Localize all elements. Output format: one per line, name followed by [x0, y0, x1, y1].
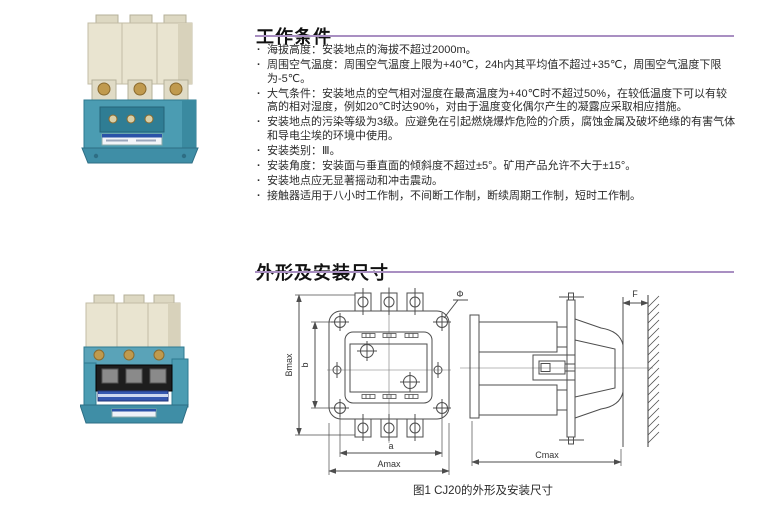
list-item: 大气条件：安装地点的空气相对湿度在最高温度为+40℃时不超过50%，在较低温度下…: [256, 88, 737, 115]
dim-label-b: b: [300, 362, 310, 367]
dim-label-f: F: [632, 289, 638, 299]
accent-divider: [255, 35, 734, 37]
working-conditions-list: 海拔高度：安装地点的海拔不超过2000m。 周围空气温度：周围空气温度上限为+4…: [256, 44, 737, 206]
list-item: 海拔高度：安装地点的海拔不超过2000m。: [256, 44, 737, 58]
product-photo-bottom: [79, 293, 192, 425]
dim-label-phi: Φ: [456, 289, 463, 299]
phi-callout: Φ: [443, 289, 468, 319]
figure-caption: 图1 CJ20的外形及安装尺寸: [413, 485, 553, 497]
pole-holes: [357, 341, 420, 392]
list-item: 安装角度：安装面与垂直面的倾斜度不超过±5°。矿用产品允许不大于±15°。: [256, 160, 737, 174]
dim-cmax: Cmax: [471, 421, 622, 466]
dimension-drawing: Φ Bmax b a: [283, 281, 685, 481]
dim-bmax: Bmax: [284, 294, 355, 436]
dim-b: b: [300, 321, 335, 409]
list-item: 周围空气温度：周围空气温度上限为+40℃，24h内其平均值不超过+35℃，周围空…: [256, 59, 737, 86]
dim-a: a: [339, 415, 443, 457]
dim-label-amax: Amax: [377, 459, 401, 469]
side-view: F Cmax: [460, 289, 660, 466]
contactor-photo-icon: [79, 294, 189, 424]
magnet-body: [83, 99, 197, 149]
mounting-bracket: [574, 297, 624, 447]
vent-slots: [361, 333, 419, 399]
top-terminals: [354, 288, 424, 315]
terminal-screws: [91, 79, 189, 103]
dim-label-bmax: Bmax: [284, 353, 294, 377]
contactor-photo-icon: [81, 14, 199, 164]
dim-label-cmax: Cmax: [535, 450, 559, 460]
list-item: 安装地点应无显著摇动和冲击震动。: [256, 175, 737, 189]
dim-amax: Amax: [328, 423, 450, 475]
accent-divider: [255, 271, 734, 273]
dim-f: F: [622, 289, 649, 306]
front-view: Φ Bmax b a: [284, 287, 468, 475]
list-item: 安装类别：Ⅲ。: [256, 145, 737, 159]
dimension-drawing-svg: Φ Bmax b a: [284, 287, 660, 475]
base-flange: [81, 147, 199, 164]
arc-chamber-block: [87, 22, 193, 85]
exposed-contacts: [95, 364, 173, 402]
nameplate: [101, 133, 163, 146]
terminal-strip: [83, 346, 185, 366]
product-photo-top: [80, 14, 202, 164]
armature-profile: [574, 339, 616, 398]
base-flange: [79, 404, 189, 424]
list-item: 接触器适用于八小时工作制，不间断工作制，断续周期工作制，短时工作制。: [256, 190, 737, 204]
mounting-wall: [647, 295, 660, 447]
arc-chamber-block: [85, 302, 181, 350]
side-frames: [83, 358, 189, 408]
bottom-terminals: [354, 414, 424, 441]
dim-label-a: a: [388, 441, 393, 451]
contact-box: [532, 354, 576, 381]
list-item: 安装地点的污染等级为3级。应避免在引起燃烧爆炸危险的介质，腐蚀金属及破坏绝缘的有…: [256, 116, 737, 143]
